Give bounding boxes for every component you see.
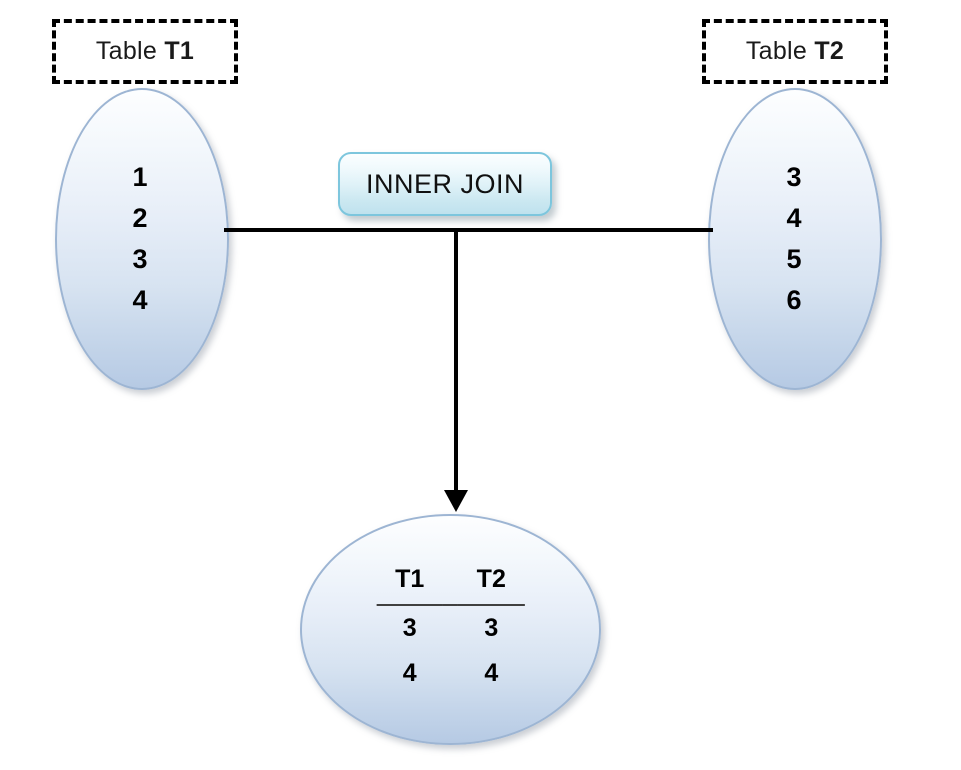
result-cell-t1: 3 (402, 613, 417, 642)
table-caption-t2: Table T2 (702, 19, 888, 84)
table-caption-t1: Table T1 (52, 19, 238, 84)
table-caption-t1-text: Table T1 (96, 37, 194, 66)
inner-join-label-text: INNER JOIN (365, 168, 524, 199)
table-t2-value: 3 (786, 162, 802, 192)
inner-join-label-box: INNER JOIN (338, 152, 552, 216)
result-column-gap (443, 555, 458, 606)
table-caption-t1-prefix: Table (95, 37, 165, 65)
result-table-row: 3 3 (376, 605, 525, 651)
result-table-row: 4 4 (376, 651, 525, 696)
table-t2-value-list: 3 4 5 6 (710, 157, 880, 321)
table-t1-value: 4 (132, 285, 148, 315)
result-cell-t2: 4 (484, 658, 499, 687)
arrow-down-icon (444, 490, 468, 512)
result-cell-gap (443, 651, 458, 696)
table-t1-value: 3 (132, 244, 148, 274)
result-cell-gap (443, 605, 458, 651)
table-ellipse-t1: 1 2 3 4 (55, 88, 229, 390)
result-table-header-row: T1 T2 (376, 555, 525, 606)
table-caption-t1-name: T1 (164, 37, 195, 65)
result-ellipse: T1 T2 3 3 4 4 (300, 514, 601, 745)
table-ellipse-t2: 3 4 5 6 (708, 88, 882, 390)
table-t2-value: 6 (786, 285, 802, 315)
table-t2-value: 4 (786, 203, 802, 233)
result-column-header-t1: T1 (376, 555, 444, 606)
table-caption-t2-text: Table T2 (746, 37, 844, 66)
connector-vertical-line (454, 230, 458, 492)
table-t1-value: 2 (132, 203, 148, 233)
table-t1-value: 1 (132, 162, 148, 192)
table-t1-value-list: 1 2 3 4 (57, 157, 227, 321)
result-cell-t2: 3 (484, 613, 499, 642)
table-caption-t2-name: T2 (814, 37, 845, 65)
connector-horizontal-line (224, 228, 713, 232)
result-cell-t1: 4 (402, 658, 417, 687)
result-table: T1 T2 3 3 4 4 (376, 555, 525, 696)
table-caption-t2-prefix: Table (745, 37, 815, 65)
table-t2-value: 5 (786, 244, 802, 274)
result-column-header-t2: T2 (457, 555, 525, 606)
